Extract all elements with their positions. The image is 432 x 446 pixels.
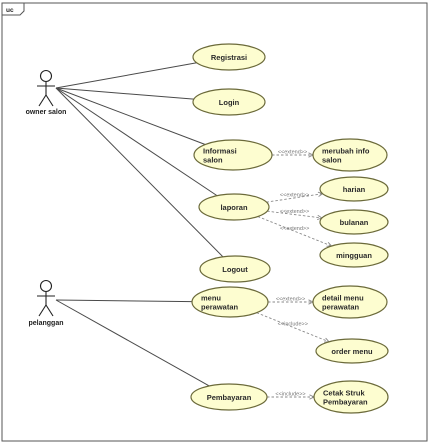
use-case-label: perawatan xyxy=(322,303,360,312)
use-case-ellipse xyxy=(315,338,389,364)
use-case-ellipse xyxy=(312,285,388,319)
actor-label: owner salon xyxy=(26,109,67,116)
use-case-label: order menu xyxy=(331,347,373,356)
association-owner-logout xyxy=(55,87,224,258)
use-case-mingguan[interactable]: mingguan xyxy=(319,242,389,268)
actor-label: pelanggan xyxy=(28,320,63,327)
association-layer xyxy=(55,62,224,387)
use-case-ellipse xyxy=(190,383,268,411)
dependency-stereotype: <<extend>> xyxy=(280,192,309,198)
dependency-stereotype: <<include>> xyxy=(278,322,308,328)
use-case-ellipse xyxy=(199,255,271,283)
node-layer: RegistrasiLoginInformasisalonlaporanLogo… xyxy=(26,43,389,414)
use-case-ellipse xyxy=(192,43,266,71)
dependency-menu-order xyxy=(256,312,330,343)
use-case-ellipse xyxy=(319,176,389,202)
use-case-label: bulanan xyxy=(340,218,369,227)
frame-tab xyxy=(1,2,25,16)
use-case-label: Registrasi xyxy=(211,53,247,62)
actor-owner[interactable]: owner salon xyxy=(26,69,67,117)
use-case-label: menu xyxy=(201,294,221,303)
use-case-bulanan[interactable]: bulanan xyxy=(319,209,389,235)
use-case-pembayaran[interactable]: Pembayaran xyxy=(190,383,268,411)
dependency-stereotype: <<extend>> xyxy=(276,297,305,303)
use-case-ellipse xyxy=(192,88,266,116)
frame-label: uc xyxy=(6,7,14,14)
use-case-ellipse xyxy=(198,193,270,221)
dependency-stereotype: <<include>> xyxy=(275,392,305,398)
association-owner-informasi xyxy=(55,87,206,145)
use-case-login[interactable]: Login xyxy=(192,88,266,116)
use-case-laporan[interactable]: laporan xyxy=(198,193,270,221)
use-case-label: salon xyxy=(203,156,223,165)
actor-pelanggan[interactable]: pelanggan xyxy=(28,279,64,328)
dependency-layer: <<extend>> <<extend>> <<extend>> <<extend>>… xyxy=(256,150,333,400)
actor-leg-right xyxy=(45,94,54,107)
use-case-order[interactable]: order menu xyxy=(315,338,389,364)
use-case-label: Informasi xyxy=(203,147,237,156)
use-case-label: mingguan xyxy=(336,251,372,260)
dependency-stereotype: <<extend>> xyxy=(278,150,307,156)
use-case-ellipse xyxy=(313,380,389,414)
use-case-label: perawatan xyxy=(201,303,239,312)
dependency-laporan-bulanan xyxy=(267,210,323,219)
use-case-ellipse xyxy=(312,138,388,172)
use-case-label: Logout xyxy=(222,265,248,274)
actor-leg-left xyxy=(38,304,47,317)
use-case-label: Pembayaran xyxy=(207,393,252,402)
use-case-ellipse xyxy=(319,242,389,268)
use-case-label: harian xyxy=(343,185,366,194)
use-case-harian[interactable]: harian xyxy=(319,176,389,202)
actor-leg-right xyxy=(45,304,54,317)
actor-leg-left xyxy=(38,94,47,107)
association-pelanggan-menu xyxy=(55,299,193,303)
use-case-label: Pembayaran xyxy=(323,398,368,407)
use-case-ellipse xyxy=(191,286,269,318)
use-case-ellipse xyxy=(193,139,273,171)
association-owner-login xyxy=(55,87,194,100)
association-owner-registrasi xyxy=(55,62,197,89)
use-case-label: Cetak Struk xyxy=(323,389,366,398)
dependency-laporan-harian xyxy=(266,193,323,203)
use-case-label: laporan xyxy=(220,203,248,212)
use-case-label: detail menu xyxy=(322,294,364,303)
association-pelanggan-pembayaran xyxy=(55,299,210,387)
dependency-stereotype: <<extend>> xyxy=(280,226,309,232)
association-owner-laporan xyxy=(55,87,218,197)
use-case-label: Login xyxy=(219,98,240,107)
use-case-logout[interactable]: Logout xyxy=(199,255,271,283)
use-case-label: merubah info xyxy=(322,147,370,156)
dependency-stereotype: <<extend>> xyxy=(280,209,309,215)
use-case-registrasi[interactable]: Registrasi xyxy=(192,43,266,71)
use-case-label: salon xyxy=(322,156,342,165)
use-case-ellipse xyxy=(319,209,389,235)
